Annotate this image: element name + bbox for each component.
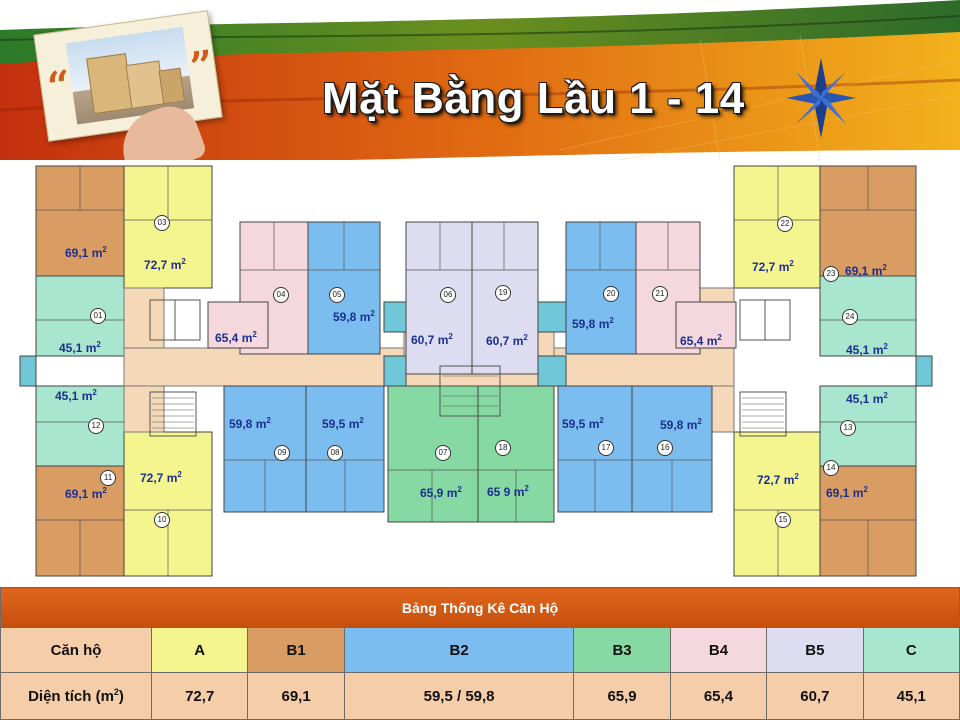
col-type-b3: B3	[573, 627, 671, 674]
col-type-b5: B5	[766, 627, 864, 674]
area-b1: 69,1	[247, 672, 345, 720]
apartment-stats-table: Bảng Thống Kê Căn Hộ Căn hộ A B1 B2 B3 B…	[0, 586, 960, 720]
area-label-b5: 60,7 m2	[411, 332, 453, 347]
area-label-b4: 65,4 m2	[215, 330, 257, 345]
col-type-b2: B2	[343, 627, 575, 674]
area-c: 45,1	[862, 672, 960, 720]
unit-number: 23	[823, 266, 839, 282]
area-label-c: 45,1 m2	[846, 391, 888, 406]
floor-plan-drawing	[0, 160, 960, 586]
unit-number: 16	[657, 440, 673, 456]
area-label-c: 45,1 m2	[846, 342, 888, 357]
table-row: Diện tích (m2) 72,7 69,1 59,5 / 59,8 65,…	[0, 672, 960, 720]
unit-number: 20	[603, 286, 619, 302]
area-label-a: 72,7 m2	[757, 472, 799, 487]
unit-number: 04	[273, 287, 289, 303]
unit-number: 11	[100, 470, 116, 486]
area-label-b1: 69,1 m2	[826, 485, 868, 500]
col-type-b1: B1	[247, 627, 345, 674]
unit-number: 19	[495, 285, 511, 301]
compass-icon	[786, 58, 856, 138]
unit-number: 05	[329, 287, 345, 303]
area-label-a: 72,7 m2	[144, 257, 186, 272]
header-banner: “ ” Mặt Bằng Lầu 1 - 14	[0, 0, 960, 170]
row-header-area: Diện tích (m2)	[0, 672, 152, 720]
area-label-a: 72,7 m2	[140, 470, 182, 485]
unit-number: 15	[775, 512, 791, 528]
area-label-b1: 69,1 m2	[845, 263, 887, 278]
area-label-b5: 60,7 m2	[486, 333, 528, 348]
unit-number: 14	[823, 460, 839, 476]
area-label-c: 45,1 m2	[55, 388, 97, 403]
col-type-a: A	[150, 627, 249, 674]
area-label-b1: 69,1 m2	[65, 486, 107, 501]
area-label-b3: 65 9 m2	[487, 484, 529, 499]
col-type-c: C	[862, 627, 960, 674]
area-a: 72,7	[150, 672, 249, 720]
area-label-b2: 59,8 m2	[333, 309, 375, 324]
area-label-a: 72,7 m2	[752, 259, 794, 274]
area-label-b2: 59,8 m2	[229, 416, 271, 431]
unit-number: 12	[88, 418, 104, 434]
unit-number: 09	[274, 445, 290, 461]
unit-number: 18	[495, 440, 511, 456]
area-label-b2: 59,5 m2	[322, 416, 364, 431]
col-type-b4: B4	[669, 627, 768, 674]
row-header-type: Căn hộ	[0, 627, 152, 674]
unit-number: 24	[842, 309, 858, 325]
area-b4: 65,4	[669, 672, 768, 720]
table-row: Căn hộ A B1 B2 B3 B4 B5 C	[0, 627, 960, 674]
area-b3: 65,9	[573, 672, 671, 720]
unit-number: 21	[652, 286, 668, 302]
unit-number: 03	[154, 215, 170, 231]
area-label-b2: 59,5 m2	[562, 416, 604, 431]
unit-number: 06	[440, 287, 456, 303]
area-label-c: 45,1 m2	[59, 340, 101, 355]
area-label-b2: 59,8 m2	[572, 316, 614, 331]
unit-number: 10	[154, 512, 170, 528]
unit-number: 08	[327, 445, 343, 461]
quote-close-icon: ”	[187, 41, 217, 91]
unit-number: 07	[435, 445, 451, 461]
area-label-b2: 59,8 m2	[660, 417, 702, 432]
area-b2: 59,5 / 59,8	[343, 672, 575, 720]
unit-number: 13	[840, 420, 856, 436]
table-caption: Bảng Thống Kê Căn Hộ	[0, 586, 960, 629]
area-b5: 60,7	[766, 672, 864, 720]
area-label-b1: 69,1 m2	[65, 245, 107, 260]
page-title: Mặt Bằng Lầu 1 - 14	[322, 74, 745, 123]
area-label-b4: 65,4 m2	[680, 333, 722, 348]
unit-number: 01	[90, 308, 106, 324]
banner-background	[0, 0, 960, 170]
floor-plan: 69,1 m2 72,7 m2 45,1 m2 45,1 m2 72,7 m2 …	[0, 160, 960, 586]
unit-number: 22	[777, 216, 793, 232]
area-label-b3: 65,9 m2	[420, 485, 462, 500]
unit-number: 17	[598, 440, 614, 456]
